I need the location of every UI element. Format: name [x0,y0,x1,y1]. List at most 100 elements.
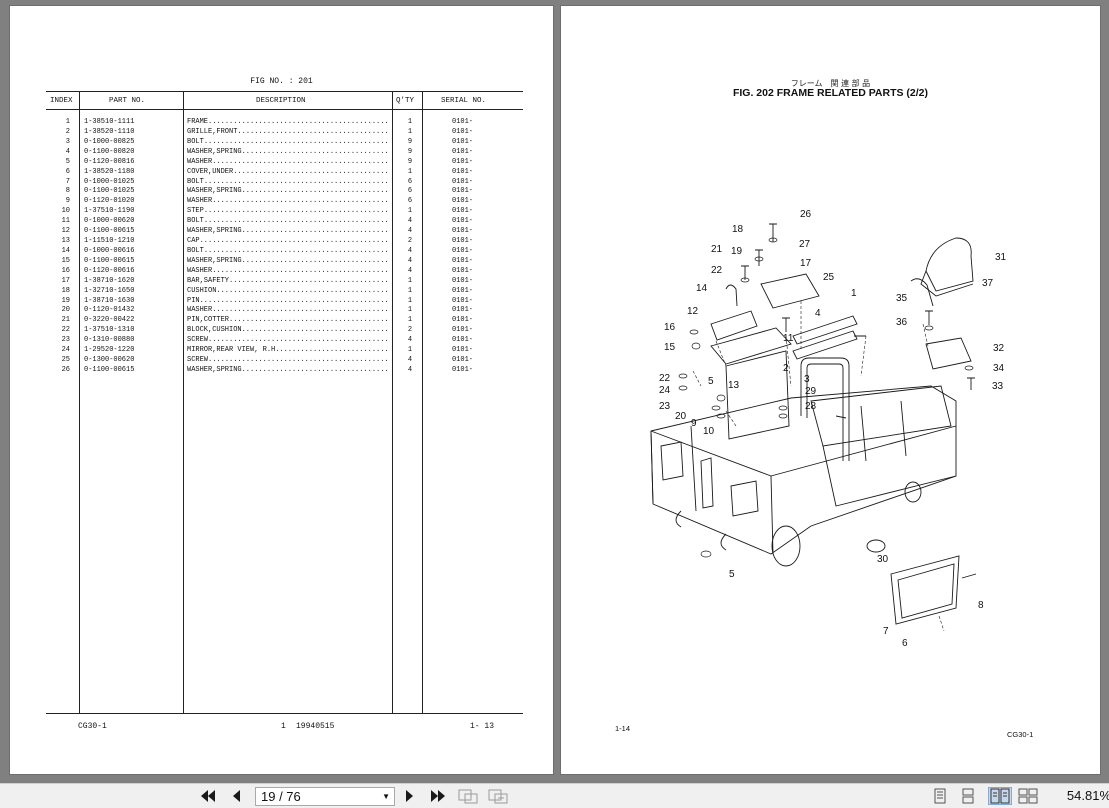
figure-japanese-title: フレーム 関 連 部 品 [790,79,871,88]
part-number-cell: 0-1120-00816 [84,157,135,166]
column-divider [422,91,423,713]
serial-number-cell: 0101- [452,118,474,126]
part-number-cell: 0-1310-00880 [84,336,135,345]
quantity-cell: 1 [407,207,413,216]
callout-35: 35 [896,293,908,304]
callout-19: 19 [731,246,743,257]
continuous-view-icon [962,788,974,804]
index-cell: 7 [65,177,70,186]
callout-34: 34 [993,363,1005,374]
viewer-toolbar: 19 / 76 ▼ 54.81% [0,783,1109,808]
header-serial-no: SERIAL NO. [441,97,487,105]
description-cell: WASHER [187,157,387,167]
single-page-view-icon [934,788,946,804]
callout-4: 4 [815,308,821,319]
description-cell: MIRROR,REAR VIEW, R.H. [187,345,387,355]
callout-14: 14 [696,283,708,294]
index-cell: 1 [65,118,70,126]
callout-5: 5 [729,569,735,580]
serial-number-cell: 0101- [452,306,474,315]
description-cell: COVER,UNDER [187,167,387,177]
footer-model: CG30-1 [78,722,107,731]
description-cell: CAP [187,236,387,246]
continuous-view-button[interactable] [958,787,978,805]
description-cell: WASHER,SPRING [187,365,387,375]
callout-20: 20 [675,411,687,422]
table-row: 140-1000-00616BOLT40101- [10,246,553,256]
serial-number-cell: 0101- [452,276,474,285]
callout-15: 15 [664,342,676,353]
quantity-cell: 4 [407,336,413,345]
callout-6: 6 [902,638,908,649]
quantity-cell: 1 [407,316,413,325]
serial-number-cell: 0101- [452,326,474,335]
description-cell: STEP [187,206,387,216]
callout-2: 2 [783,363,789,374]
index-cell: 16 [61,266,70,275]
zoom-level[interactable]: 54.81% [1066,788,1109,803]
table-header-rule [46,109,523,110]
description-cell: BOLT [187,137,387,147]
header-part-no: PART NO. [109,97,146,105]
footer-model: CG30-1 [1007,730,1034,739]
part-number-cell: 0-1300-00620 [84,356,135,365]
next-page-button[interactable] [400,787,420,805]
last-page-button[interactable] [428,787,448,805]
part-number-cell: 0-1120-01432 [84,306,135,315]
index-cell: 3 [65,137,70,146]
serial-number-cell: 0101- [452,237,474,246]
document-page-right: フレーム 関 連 部 品 FIG. 202 FRAME RELATED PART… [560,5,1101,775]
callout-28: 28 [805,401,817,412]
page-number-select[interactable]: 19 / 76 ▼ [255,787,395,806]
table-row: 90-1120-01020WASHER60101- [10,196,553,206]
table-row: 200-1120-01432WASHER10101- [10,305,553,315]
description-cell: BLOCK,CUSHION [187,325,387,335]
table-row: 110-1000-00620BOLT40101- [10,216,553,226]
description-cell: BOLT [187,216,387,226]
index-cell: 25 [61,356,70,365]
table-row: 50-1120-00816WASHER90101- [10,157,553,167]
description-cell: WASHER,SPRING [187,147,387,157]
part-number-cell: 0-1000-01025 [84,177,135,186]
column-divider [392,91,393,713]
description-cell: BAR,SAFETY [187,276,387,286]
quantity-cell: 4 [407,217,413,226]
table-row: 230-1310-00880SCREW40101- [10,335,553,345]
callout-1: 1 [851,288,857,299]
description-cell: WASHER [187,266,387,276]
callout-27: 27 [799,239,811,250]
callout-33: 33 [992,381,1004,392]
column-divider [79,91,80,713]
table-row: 30-1000-00825BOLT90101- [10,137,553,147]
serial-number-cell: 0101- [452,147,474,156]
single-page-view-button[interactable] [930,787,950,805]
first-page-button[interactable] [198,787,218,805]
part-number-cell: 0-1120-01020 [84,197,135,206]
fit-width-button[interactable] [488,787,508,805]
callout-3: 3 [804,374,810,385]
part-number-cell: 0-1000-00616 [84,246,135,255]
description-cell: GRILLE,FRONT [187,127,387,137]
quantity-cell: 4 [407,256,413,265]
previous-page-button[interactable] [226,787,246,805]
chevron-down-icon: ▼ [382,792,390,801]
column-divider [183,91,184,713]
two-page-view-button[interactable] [988,787,1012,805]
index-cell: 17 [61,276,70,285]
part-number-cell: 1-37510-1310 [84,326,135,335]
fit-page-button[interactable] [458,787,478,805]
table-row: 101-37510-1190STEP10101- [10,206,553,216]
serial-number-cell: 0101- [452,316,474,325]
part-number-cell: 1-38520-1180 [84,167,135,176]
quantity-cell: 2 [407,326,413,335]
table-row: 191-38710-1630PIN10101- [10,296,553,306]
index-cell: 26 [61,366,70,374]
two-page-view-icon [990,788,1010,804]
footer-date: 19940515 [296,722,335,731]
two-page-continuous-view-button[interactable] [1018,787,1038,805]
callout-7: 7 [883,626,889,637]
